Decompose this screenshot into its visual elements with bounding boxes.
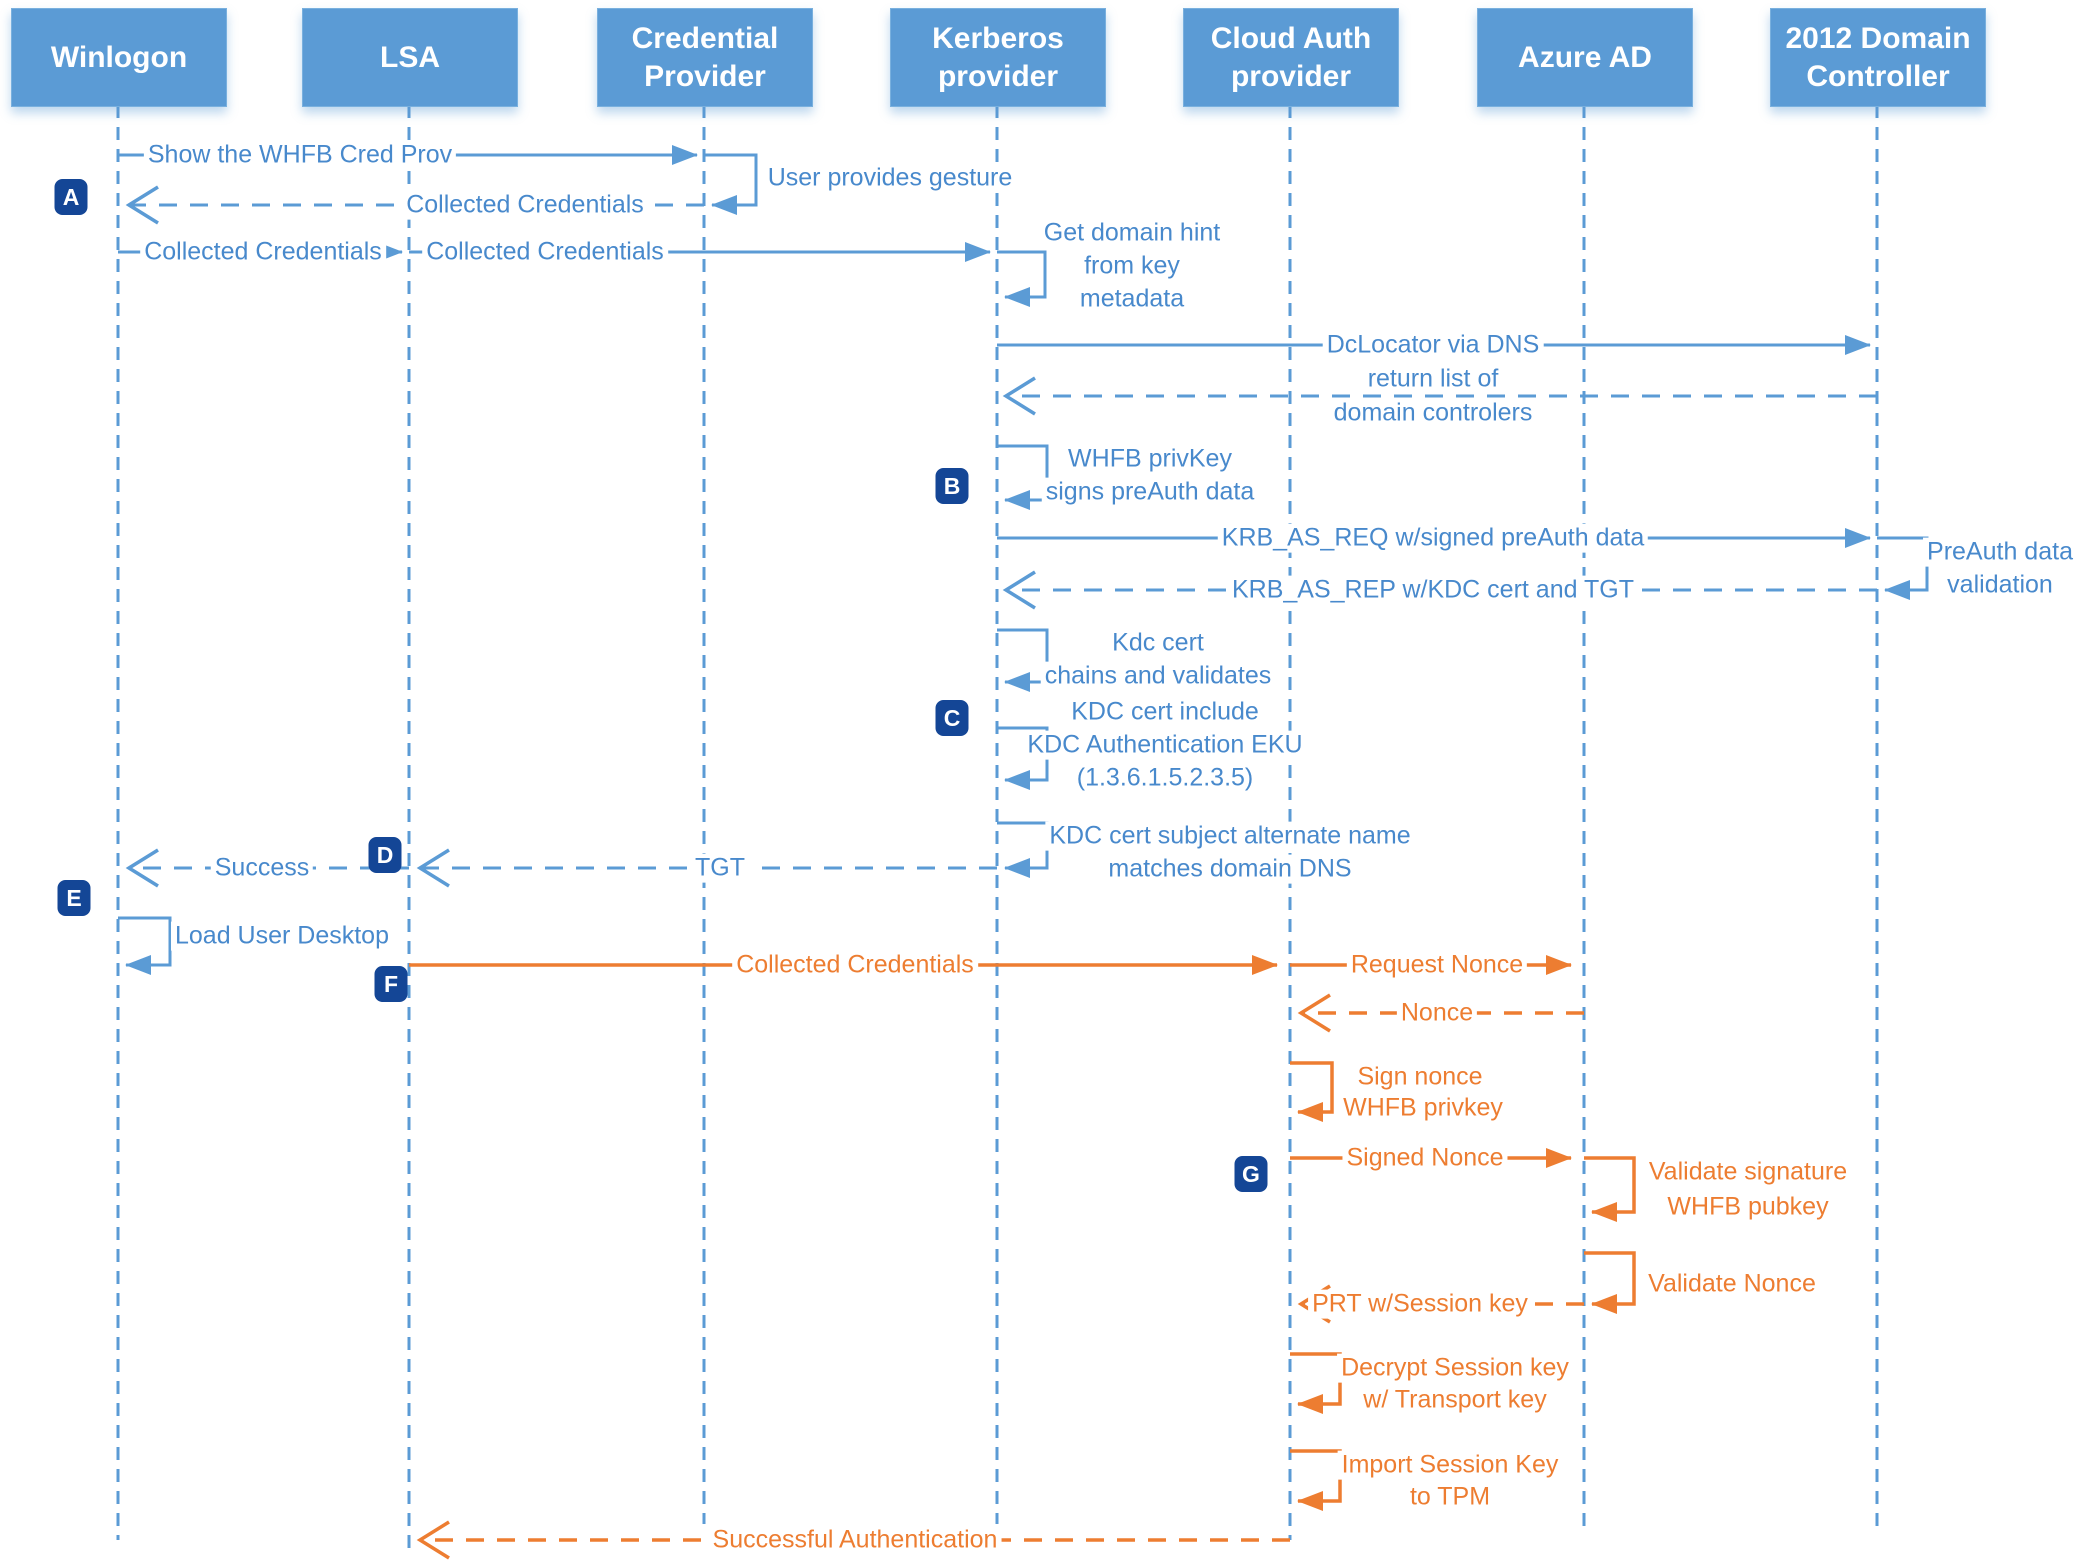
label-collected-credentials-cloud: Collected Credentials bbox=[732, 950, 978, 980]
label-get-domain-hint-2: from key bbox=[1080, 251, 1184, 281]
loop-user-provides-gesture bbox=[704, 153, 758, 215]
label-sign-nonce-1: Sign nonce bbox=[1353, 1062, 1487, 1092]
step-badge-a: A bbox=[54, 179, 88, 215]
actor-label: Credential bbox=[631, 22, 779, 55]
actor-label: Provider bbox=[644, 59, 766, 93]
label-krb-as-req: KRB_AS_REQ w/signed preAuth data bbox=[1217, 523, 1649, 553]
actor-label: 2012 Domain bbox=[1785, 22, 1971, 55]
label-validate-signature-2: WHFB pubkey bbox=[1663, 1192, 1833, 1222]
label-load-user-desktop: Load User Desktop bbox=[170, 921, 394, 951]
loop-kdc-cert-chains bbox=[997, 628, 1049, 692]
actor-kerberos-provider: Kerberos provider bbox=[890, 8, 1106, 107]
label-signed-nonce: Signed Nonce bbox=[1342, 1143, 1508, 1173]
label-whfb-privkey-2: signs preAuth data bbox=[1041, 477, 1259, 507]
actor-label: provider bbox=[1230, 59, 1352, 93]
label-collected-credentials-to-kerberos: Collected Credentials bbox=[422, 237, 668, 267]
label-collected-credentials-return: Collected Credentials bbox=[402, 190, 648, 220]
loop-sign-nonce bbox=[1290, 1061, 1334, 1122]
label-whfb-privkey-1: WHFB privKey bbox=[1064, 444, 1236, 474]
label-collected-credentials-to-lsa: Collected Credentials bbox=[140, 237, 386, 267]
label-decrypt-session-key-1: Decrypt Session key bbox=[1337, 1353, 1573, 1383]
label-import-session-key-1: Import Session Key bbox=[1337, 1450, 1563, 1480]
loop-preauth-data-validation bbox=[1877, 536, 1929, 600]
label-nonce: Nonce bbox=[1396, 998, 1478, 1028]
label-success: Success bbox=[210, 853, 314, 883]
label-kdc-cert-eku-1: KDC cert include bbox=[1067, 697, 1263, 727]
loop-validate-nonce bbox=[1584, 1251, 1636, 1314]
label-successful-authentication: Successful Authentication bbox=[708, 1525, 1002, 1555]
orange-self-loops bbox=[1290, 1061, 1636, 1511]
actor-label: Controller bbox=[1806, 59, 1950, 93]
actor-label: Azure AD bbox=[1518, 40, 1652, 74]
label-user-provides-gesture: User provides gesture bbox=[763, 163, 1017, 193]
label-get-domain-hint-1: Get domain hint bbox=[1039, 218, 1225, 248]
actor-credential-provider: Credential Provider bbox=[597, 8, 813, 107]
loop-decrypt-session-key bbox=[1290, 1352, 1342, 1414]
label-dclocator-via-dns: DcLocator via DNS bbox=[1322, 330, 1544, 360]
label-krb-as-rep: KRB_AS_REP w/KDC cert and TGT bbox=[1227, 575, 1639, 605]
label-kdc-cert-eku-2: KDC Authentication EKU bbox=[1023, 730, 1307, 760]
step-badge-d: D bbox=[368, 837, 402, 873]
label-decrypt-session-key-2: w/ Transport key bbox=[1359, 1385, 1551, 1415]
label-preauth-validation-1: PreAuth data bbox=[1923, 537, 2077, 567]
loop-kdc-cert-san bbox=[997, 821, 1049, 878]
label-prt-w-session-key: PRT w/Session key bbox=[1308, 1289, 1532, 1319]
step-badge-f: F bbox=[374, 966, 408, 1002]
label-sign-nonce-2: WHFB privkey bbox=[1339, 1093, 1507, 1123]
orange-solid-messages bbox=[409, 955, 1572, 1168]
actor-label: Cloud Auth bbox=[1210, 22, 1372, 55]
label-request-nonce: Request Nonce bbox=[1346, 950, 1528, 980]
actor-label: Winlogon bbox=[50, 40, 188, 74]
step-badge-e: E bbox=[57, 880, 91, 916]
label-kdc-cert-san-1: KDC cert subject alternate name bbox=[1045, 821, 1415, 851]
actor-azure-ad: Azure AD bbox=[1477, 8, 1693, 107]
label-validate-signature-1: Validate signature bbox=[1644, 1157, 1852, 1187]
loop-validate-signature bbox=[1584, 1156, 1636, 1222]
label-preauth-validation-2: validation bbox=[1943, 570, 2057, 600]
label-import-session-key-2: to TPM bbox=[1405, 1482, 1495, 1512]
loop-get-domain-hint bbox=[997, 250, 1047, 307]
label-show-whfb-cred-prov: Show the WHFB Cred Prov bbox=[143, 140, 457, 170]
label-kdc-cert-san-2: matches domain DNS bbox=[1104, 854, 1356, 884]
label-return-list-2: domain controlers bbox=[1329, 398, 1537, 428]
actor-2012-domain-controller: 2012 Domain Controller bbox=[1770, 8, 1986, 107]
actor-lsa: LSA bbox=[302, 8, 518, 107]
step-badge-c: C bbox=[935, 700, 969, 736]
loop-whfb-privkey-signs bbox=[997, 444, 1049, 510]
step-badge-g: G bbox=[1234, 1156, 1268, 1192]
label-get-domain-hint-3: metadata bbox=[1075, 284, 1189, 314]
label-kdc-cert-chains-1: Kdc cert bbox=[1108, 628, 1208, 658]
lifelines bbox=[116, 105, 1879, 1548]
loop-load-user-desktop bbox=[118, 916, 172, 975]
actor-label: Kerberos bbox=[932, 22, 1064, 55]
step-badge-b: B bbox=[935, 468, 969, 504]
actor-label: LSA bbox=[380, 40, 440, 74]
actor-cloud-auth-provider: Cloud Auth provider bbox=[1183, 8, 1399, 107]
actor-label: provider bbox=[937, 59, 1059, 93]
label-validate-nonce: Validate Nonce bbox=[1644, 1269, 1820, 1299]
label-return-list-1: return list of bbox=[1363, 364, 1503, 394]
actor-winlogon: Winlogon bbox=[11, 8, 227, 107]
blue-solid-messages bbox=[118, 145, 1871, 548]
label-tgt: TGT bbox=[691, 853, 749, 883]
label-kdc-cert-chains-2: chains and validates bbox=[1040, 661, 1276, 691]
loop-import-session-key bbox=[1290, 1449, 1342, 1511]
label-kdc-cert-eku-3: (1.3.6.1.5.2.3.5) bbox=[1072, 763, 1258, 793]
